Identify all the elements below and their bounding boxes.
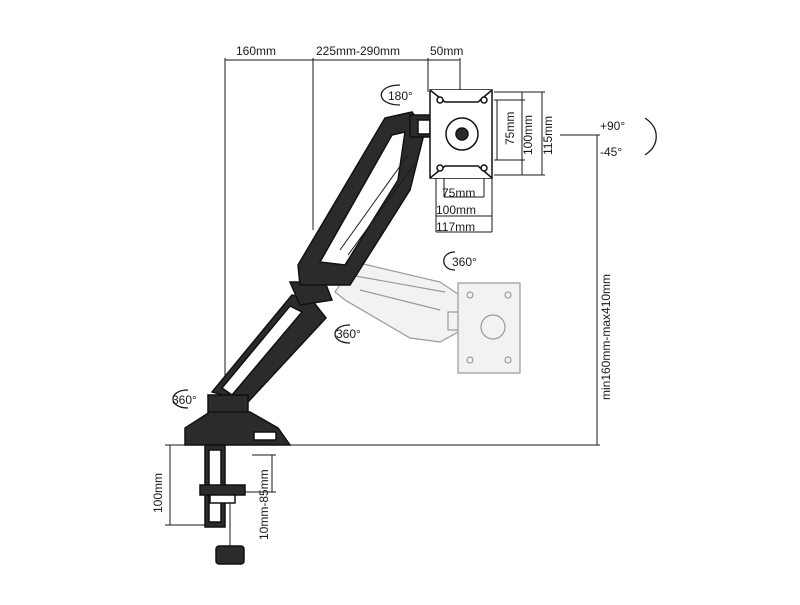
rotation-head-label: 180° [388,89,413,103]
desk-clamp [199,444,246,565]
vesa-width-117: 117mm [436,220,475,234]
vesa-height-115: 115mm [541,116,555,155]
vesa-height-100: 100mm [521,115,535,155]
dim-top-160: 160mm [236,44,276,58]
vesa-width-75: 75mm [442,186,475,200]
vesa-plate [429,89,493,179]
ghost-arm-position [334,261,521,374]
dim-top-50: 50mm [430,44,463,58]
tilt-up-label: +90° [600,119,625,133]
base-rotation-label: 360° [172,393,197,407]
dimension-lines [165,58,600,526]
monitor-arm [184,111,433,446]
vesa-dimension-lines [435,91,545,233]
rotation-arrows [172,84,657,409]
dim-top-reach: 225mm-290mm [316,44,400,58]
clamp-height-label: 100mm [151,473,165,513]
height-range-label: min160mm-max410mm [599,274,613,400]
swivel-ghost-label: 360° [452,255,477,269]
desk-thickness-label: 10mm-85mm [257,469,271,540]
tilt-down-label: -45° [600,145,622,159]
elbow-rotation-label: 360° [336,327,361,341]
vesa-height-75: 75mm [503,112,517,145]
vesa-width-100: 100mm [436,203,476,217]
